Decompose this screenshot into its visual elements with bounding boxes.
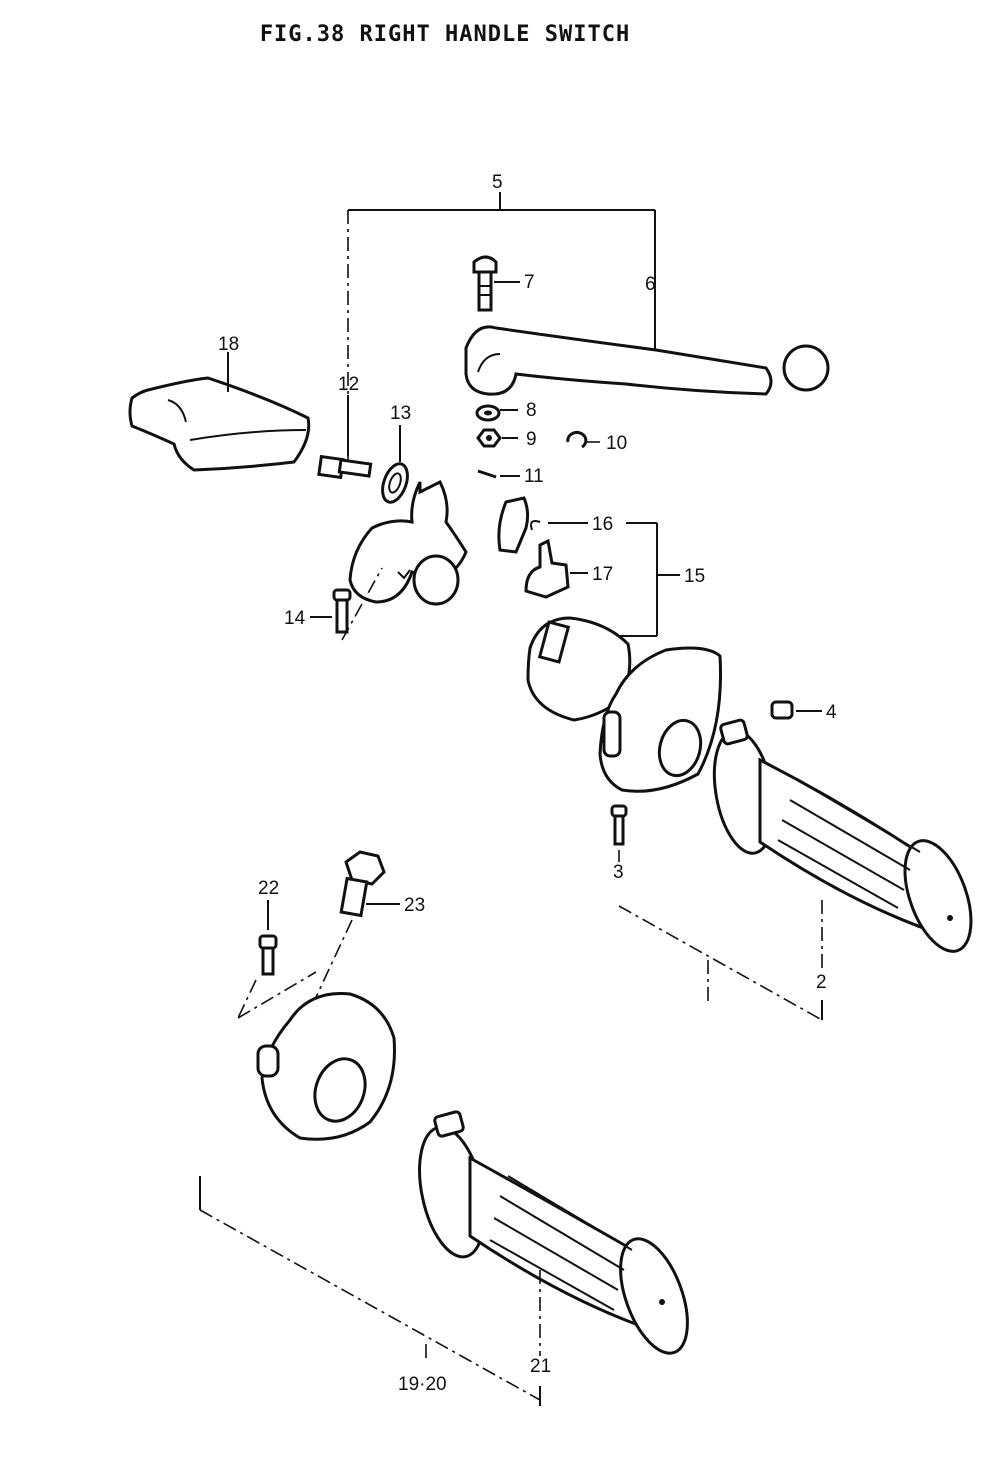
pin-part-11 bbox=[477, 469, 520, 479]
callout-23: 23 bbox=[404, 895, 425, 916]
nut-part-9 bbox=[476, 428, 518, 448]
switch-part-16 bbox=[497, 496, 588, 554]
callout-12: 12 bbox=[338, 374, 359, 395]
callout-8: 8 bbox=[526, 400, 537, 421]
screw-part-14 bbox=[310, 567, 383, 641]
callout-11: 11 bbox=[524, 466, 544, 487]
callout-19-20: 19·20 bbox=[398, 1374, 447, 1395]
bracket-2 bbox=[618, 900, 823, 1021]
callout-5: 5 bbox=[492, 172, 503, 193]
throttle-housing-upper bbox=[598, 646, 722, 793]
callout-3: 3 bbox=[613, 862, 624, 883]
screw-part-22 bbox=[237, 900, 317, 1019]
callout-21: 21 bbox=[530, 1356, 551, 1377]
callout-2: 2 bbox=[816, 972, 827, 993]
grip-part-21 bbox=[418, 1110, 689, 1356]
callout-14: 14 bbox=[284, 608, 306, 629]
pivot-bolt-part-7 bbox=[472, 255, 520, 312]
callout-22: 22 bbox=[258, 878, 279, 899]
switch-housing-part-15 bbox=[395, 616, 632, 722]
cover-part-18 bbox=[128, 352, 311, 472]
bolt-part-23 bbox=[309, 850, 400, 1011]
washer-part-8 bbox=[475, 404, 518, 422]
callout-9: 9 bbox=[526, 429, 537, 450]
callout-16: 16 bbox=[592, 514, 613, 535]
callout-7: 7 bbox=[524, 272, 535, 293]
callout-10: 10 bbox=[606, 433, 627, 454]
screw-part-3 bbox=[610, 804, 628, 862]
adjuster-bolt-part-12 bbox=[317, 395, 373, 480]
throttle-housing-lower bbox=[256, 992, 396, 1141]
switch-part-17 bbox=[524, 538, 588, 599]
callout-4: 4 bbox=[826, 702, 837, 723]
bracket-15 bbox=[620, 522, 680, 637]
callout-18: 18 bbox=[218, 334, 239, 355]
bracket-19-20 bbox=[199, 1176, 541, 1406]
locknut-part-13 bbox=[381, 425, 409, 504]
lever-bracket-housing bbox=[348, 479, 468, 606]
callout-17: 17 bbox=[592, 564, 613, 585]
callout-13: 13 bbox=[390, 403, 411, 424]
clip-part-10 bbox=[566, 431, 602, 449]
brake-lever-part-6 bbox=[464, 325, 830, 396]
grip-part-2 bbox=[712, 718, 973, 953]
figure-title: FIG.38 RIGHT HANDLE SWITCH bbox=[259, 22, 631, 47]
callout-6: 6 bbox=[645, 274, 656, 295]
callout-15: 15 bbox=[684, 566, 705, 587]
clip-part-4 bbox=[770, 700, 822, 720]
